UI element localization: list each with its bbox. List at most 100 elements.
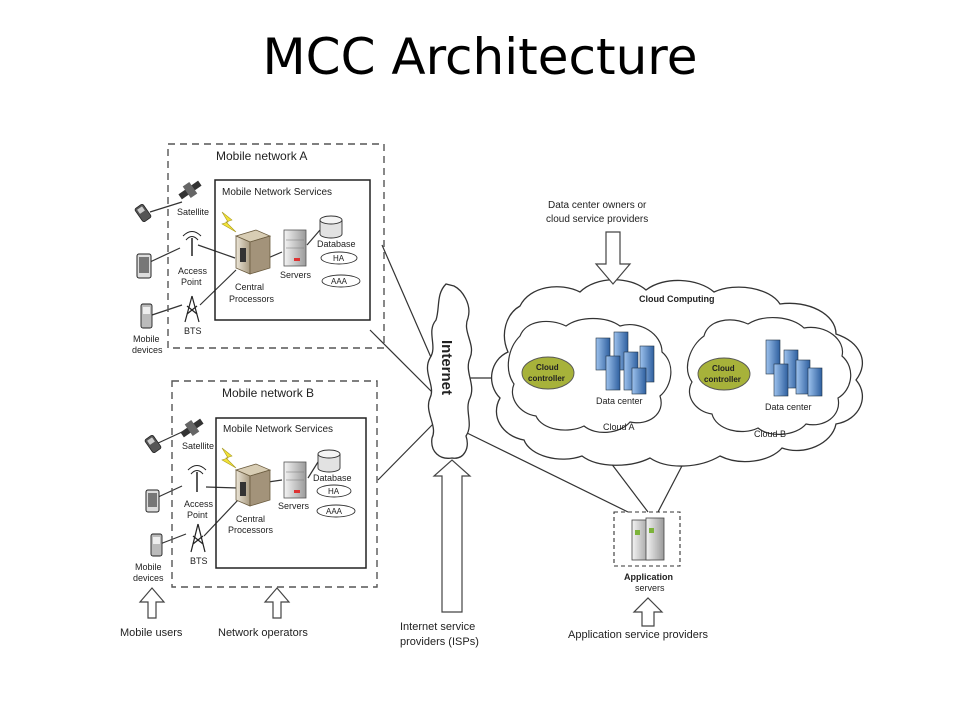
cloud-a-label: Cloud A (603, 422, 635, 432)
internet-cloud: Internet (426, 283, 473, 459)
mobile-network-a: Mobile network A Mobile Network Services… (132, 143, 385, 355)
satellite-icon (178, 180, 202, 200)
network-b-services-box (215, 417, 367, 569)
access-point-icon (187, 465, 207, 492)
up-arrow-icon (138, 587, 166, 619)
link-b-phone-ap (155, 485, 183, 499)
wireless-link-icon (221, 211, 237, 233)
access-point-icon (182, 231, 202, 256)
aaa-oval (316, 504, 356, 518)
cloud-controller-a (521, 356, 575, 390)
mobile-network-b: Mobile network B Mobile Network Services… (133, 380, 378, 588)
central-label-1: Central (235, 282, 264, 292)
mobile-users-label: Mobile users (120, 627, 183, 639)
smartphone-icon (145, 489, 160, 513)
bts-tower-icon (184, 295, 200, 323)
access-point-label-1: Access (178, 266, 208, 276)
link-internet-app-servers (464, 431, 629, 513)
bts-label: BTS (184, 326, 202, 336)
link-a-phone-ap (149, 247, 181, 263)
cloud-b-outline (687, 317, 852, 435)
cell-phone-icon (150, 533, 163, 557)
network-operators-label: Network operators (218, 627, 308, 639)
satellite-label: Satellite (182, 441, 214, 451)
up-arrow-icon (432, 459, 472, 613)
network-a-title: Mobile network A (216, 149, 307, 163)
link-b-phone-bts (159, 533, 187, 545)
data-center-b-label: Data center (765, 402, 812, 412)
access-point-label-2: Point (181, 277, 202, 287)
cloud-controller-b-label-1: Cloud (712, 364, 735, 373)
bts-label: BTS (190, 556, 208, 566)
cloud-computing: Cloud Computing Cloud A Cloud controller… (490, 279, 864, 467)
cloud-computing-label: Cloud Computing (639, 294, 714, 304)
wireless-link-icon (221, 447, 237, 469)
app-server-icon (631, 517, 665, 561)
link-b-ap-central (205, 486, 239, 489)
cloud-controller-b-label-2: controller (704, 375, 741, 384)
mobile-devices-label-1: Mobile (133, 334, 160, 344)
cloud-b-label: Cloud B (754, 429, 786, 439)
central-label-1: Central (236, 514, 265, 524)
isps-label-2: providers (ISPs) (400, 636, 479, 648)
asp-label: Application service providers (568, 629, 709, 641)
app-servers-boundary (613, 511, 681, 567)
satellite-label: Satellite (177, 207, 209, 217)
slide-title: MCC Architecture (262, 28, 698, 86)
link-b-bts-central (203, 499, 239, 537)
link-network-a-internet-2 (369, 329, 441, 401)
cloud-controller-b (697, 357, 751, 391)
providers-label-1: Data center owners or (548, 200, 647, 211)
central-label-2: Processors (229, 294, 275, 304)
link-a-phone-satellite (149, 201, 183, 213)
smartphone-icon (136, 253, 152, 279)
cloud-controller-a-label-1: Cloud (536, 363, 559, 372)
link-a-bts-central (199, 269, 237, 306)
mobile-devices-label-1: Mobile (135, 562, 162, 572)
aaa-label: AAA (331, 277, 348, 286)
access-point-label-2: Point (187, 510, 208, 520)
database-label: Database (313, 473, 352, 483)
ha-oval (320, 251, 358, 265)
link-network-a-internet (381, 244, 441, 379)
flip-phone-icon (134, 203, 152, 223)
mobile-devices-label-2: devices (133, 573, 164, 583)
server-icon (283, 461, 307, 499)
central-processors-icon (234, 463, 272, 507)
data-center-a-label: Data center (596, 396, 643, 406)
mobile-devices-label-2: devices (132, 345, 163, 355)
cell-phone-icon (140, 303, 153, 329)
app-servers-label-1: Application (624, 572, 673, 582)
network-b-services-label: Mobile Network Services (223, 424, 333, 435)
providers-label-2: cloud service providers (546, 214, 648, 225)
network-a-boundary (167, 143, 385, 349)
application-servers: Application servers (613, 511, 681, 593)
cloud-controller-a-label-2: controller (528, 374, 565, 383)
database-icon (319, 215, 343, 239)
satellite-icon (180, 418, 204, 438)
central-label-2: Processors (228, 525, 274, 535)
link-a-phone-bts (151, 304, 183, 316)
link-a-ap-central (197, 244, 236, 259)
servers-label: Servers (280, 270, 312, 280)
ha-label: HA (333, 254, 345, 263)
data-center-icon (765, 339, 823, 397)
app-servers-label-2: servers (635, 583, 665, 593)
access-point-label-1: Access (184, 499, 214, 509)
cloud-a-outline (507, 317, 672, 433)
flip-phone-icon (144, 434, 162, 454)
network-a-services-box (214, 179, 371, 321)
server-icon (283, 229, 307, 267)
data-center-icon (595, 331, 655, 395)
servers-label: Servers (278, 501, 310, 511)
aaa-label: AAA (326, 507, 343, 516)
aaa-oval (321, 274, 361, 288)
network-a-services-label: Mobile Network Services (222, 187, 332, 198)
database-icon (317, 449, 341, 473)
network-b-title: Mobile network B (222, 386, 314, 400)
up-arrow-icon (632, 597, 664, 627)
ha-oval (316, 484, 352, 498)
link-b-servers-db (307, 461, 319, 479)
network-b-boundary (171, 380, 378, 588)
